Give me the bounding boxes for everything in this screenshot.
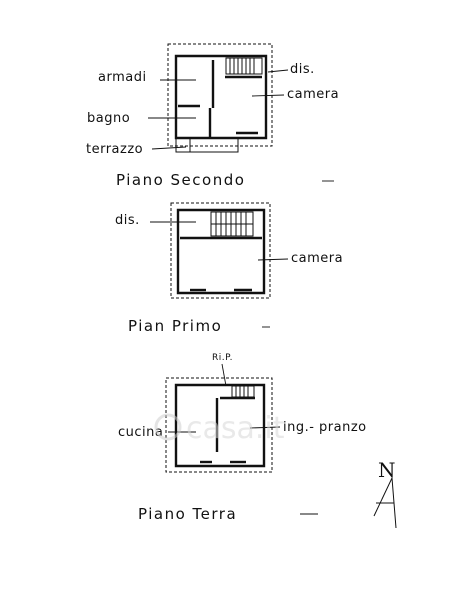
outer-walls bbox=[174, 383, 266, 468]
label-ing-pranzo: ing.- pranzo bbox=[283, 420, 367, 435]
leader-terrazzo bbox=[151, 146, 187, 150]
label-dis: dis. bbox=[290, 62, 315, 77]
north-letter: N bbox=[378, 458, 396, 482]
leader-camera bbox=[251, 94, 285, 97]
label-camera: camera bbox=[291, 251, 343, 266]
watermark-logo-icon bbox=[154, 413, 182, 441]
outline-dashed bbox=[167, 43, 273, 147]
label-dis: dis. bbox=[115, 213, 140, 228]
title-piano-terra: Piano Terra bbox=[138, 505, 237, 523]
outline-dashed bbox=[170, 202, 271, 299]
staircase bbox=[231, 385, 255, 398]
label-rip: Ri.P. bbox=[212, 353, 233, 363]
label-terrazzo: terrazzo bbox=[86, 142, 143, 157]
outline-dashed bbox=[165, 377, 273, 473]
leader-rip bbox=[221, 363, 227, 387]
title-pian-primo: Pian Primo bbox=[128, 317, 222, 335]
plan-piano-terra: Ri.P. cucina ing.- pranzo Piano Terra bbox=[118, 353, 367, 523]
leader-ing-pranzo bbox=[249, 426, 281, 429]
staircase bbox=[210, 211, 254, 237]
outer-walls bbox=[174, 54, 268, 140]
label-bagno: bagno bbox=[87, 111, 130, 126]
north-arrow: N bbox=[373, 458, 397, 529]
label-armadi: armadi bbox=[98, 70, 147, 85]
watermark: casa.it bbox=[154, 411, 285, 446]
outer-walls bbox=[176, 208, 266, 295]
title-piano-secondo: Piano Secondo bbox=[116, 171, 245, 189]
leader-dis bbox=[267, 69, 289, 73]
plan-pian-primo: dis. camera Pian Primo bbox=[115, 202, 343, 335]
watermark-text: casa.it bbox=[186, 411, 285, 446]
label-cucina: cucina bbox=[118, 425, 163, 440]
terrace-outline bbox=[175, 138, 239, 153]
staircase bbox=[225, 57, 263, 75]
plan-piano-secondo: armadi dis. camera bagno terrazzo Piano … bbox=[86, 43, 339, 189]
label-camera: camera bbox=[287, 87, 339, 102]
leader-camera bbox=[257, 258, 289, 261]
